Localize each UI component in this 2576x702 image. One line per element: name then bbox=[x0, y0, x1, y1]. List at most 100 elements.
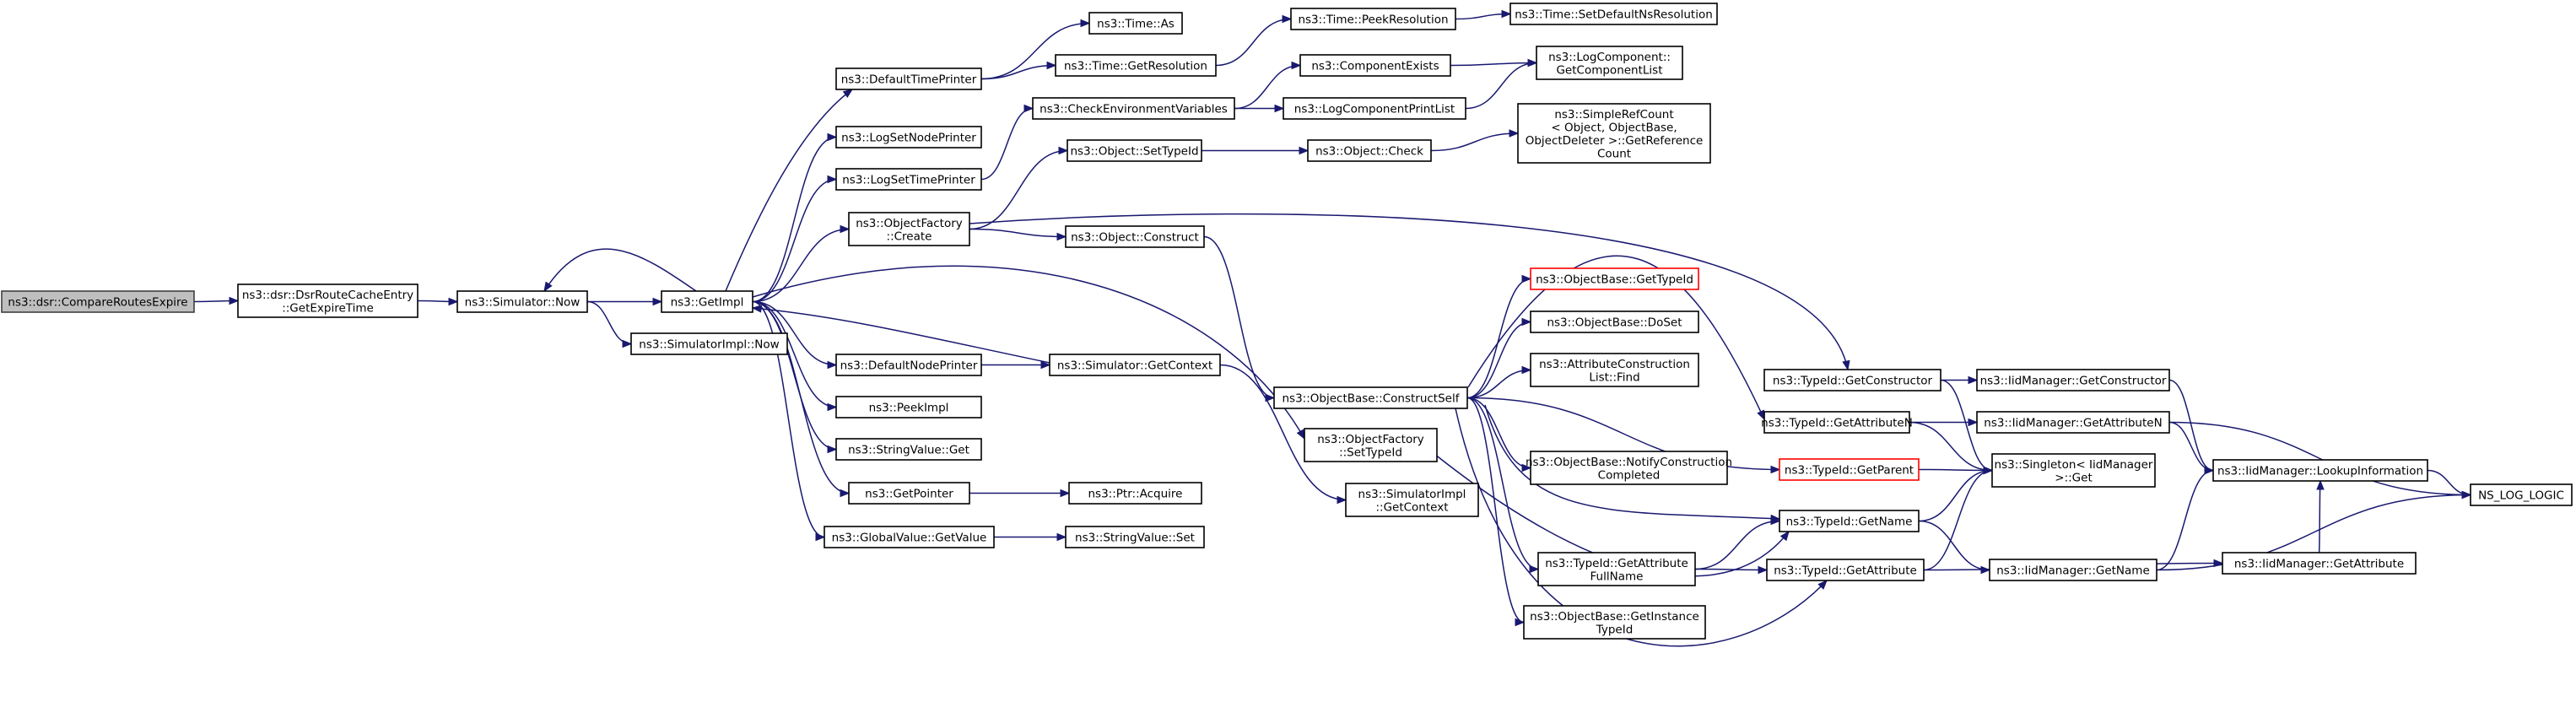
node-getpointer[interactable]: ns3::GetPointer bbox=[848, 482, 970, 505]
node-timeas[interactable]: ns3::Time::As bbox=[1088, 12, 1183, 35]
node-label: Count bbox=[1597, 147, 1631, 160]
node-compexists[interactable]: ns3::ComponentExists bbox=[1299, 54, 1451, 77]
edge-line bbox=[969, 228, 1067, 238]
node-label: ObjectDeleter >::GetReference bbox=[1526, 134, 1704, 148]
node-label: List::Find bbox=[1589, 370, 1639, 384]
arrow-head bbox=[840, 489, 851, 498]
node-label: ns3::TypeId::GetName bbox=[1786, 516, 1913, 529]
node-simimplnow[interactable]: ns3::SimulatorImpl::Now bbox=[630, 332, 788, 355]
node-label: ns3::dsr::CompareRoutesExpire bbox=[8, 296, 187, 310]
node-peekres[interactable]: ns3::Time::PeekResolution bbox=[1290, 8, 1456, 30]
arrow-head bbox=[1521, 365, 1532, 375]
node-box bbox=[835, 438, 982, 461]
edge-getimpl-to-gvgetvalue bbox=[752, 300, 826, 542]
node-getexpire[interactable]: ns3::dsr::DsrRouteCacheEntry::GetExpireT… bbox=[237, 284, 419, 318]
node-simplerefcount[interactable]: ns3::SimpleRefCount< Object, ObjectBase,… bbox=[1517, 103, 1711, 164]
node-tidgetname[interactable]: ns3::TypeId::GetName bbox=[1779, 510, 1920, 532]
node-getcomplist[interactable]: ns3::LogComponent::GetComponentList bbox=[1536, 46, 1683, 80]
node-iidgetattr[interactable]: ns3::IidManager::GetAttribute bbox=[2222, 552, 2417, 575]
node-label: ns3::ObjectBase::NotifyConstruction bbox=[1526, 456, 1732, 469]
edge-line bbox=[2168, 379, 2214, 472]
node-iidgetconstructor[interactable]: ns3::IidManager::GetConstructor bbox=[1976, 369, 2170, 392]
edge-line bbox=[1234, 64, 1301, 110]
node-getimpl[interactable]: ns3::GetImpl bbox=[661, 290, 753, 313]
arrow-head bbox=[1040, 360, 1051, 370]
node-box bbox=[1049, 354, 1221, 376]
node-objbasecs[interactable]: ns3::ObjectBase::ConstructSelf bbox=[1273, 386, 1468, 409]
node-label: ns3::Time::SetDefaultNsResolution bbox=[1515, 8, 1713, 22]
edge-line bbox=[969, 149, 1068, 230]
edge-getexpire-to-simnow bbox=[417, 297, 459, 306]
arrow-head bbox=[1842, 359, 1850, 371]
node-tidgetparent[interactable]: ns3::TypeId::GetParent bbox=[1779, 458, 1920, 481]
arrow-head bbox=[1056, 232, 1067, 241]
node-tidgetattr[interactable]: ns3::TypeId::GetAttribute bbox=[1766, 559, 1925, 581]
node-nslog[interactable]: NS_LOG_LOGIC bbox=[2470, 483, 2573, 506]
node-label: ns3::Singleton< IidManager bbox=[1995, 458, 2153, 472]
node-label: ns3::ComponentExists bbox=[1311, 60, 1439, 73]
edge-line bbox=[1450, 62, 1537, 67]
node-notifyconstr[interactable]: ns3::ObjectBase::NotifyConstructionCompl… bbox=[1526, 451, 1732, 485]
node-iidgetattrn[interactable]: ns3::IidManager::GetAttributeN bbox=[1976, 411, 2170, 434]
edge-objcheck-to-simplerefcount bbox=[1430, 129, 1520, 152]
node-box bbox=[1976, 411, 2170, 434]
node-setdefns[interactable]: ns3::Time::SetDefaultNsResolution bbox=[1509, 3, 1718, 25]
node-objbasegettid[interactable]: ns3::ObjectBase::GetTypeId bbox=[1530, 267, 1699, 290]
node-compare[interactable]: ns3::dsr::CompareRoutesExpire bbox=[1, 290, 195, 313]
node-peekimpl[interactable]: ns3::PeekImpl bbox=[835, 396, 982, 418]
node-objbasedoset[interactable]: ns3::ObjectBase::DoSet bbox=[1530, 310, 1699, 333]
node-box bbox=[2470, 483, 2573, 506]
node-box bbox=[1307, 139, 1432, 162]
node-lognodepr[interactable]: ns3::LogSetNodePrinter bbox=[835, 126, 982, 148]
node-box bbox=[1766, 559, 1925, 581]
node-strvalget[interactable]: ns3::StringValue::Get bbox=[835, 438, 982, 461]
node-objconstruct[interactable]: ns3::Object::Construct bbox=[1065, 225, 1205, 248]
node-logtimepr[interactable]: ns3::LogSetTimePrinter bbox=[835, 168, 982, 191]
node-getres[interactable]: ns3::Time::GetResolution bbox=[1055, 54, 1217, 77]
node-simgetctx[interactable]: ns3::Simulator::GetContext bbox=[1049, 354, 1221, 376]
function-nodes: ns3::dsr::CompareRoutesExpire ns3::dsr::D… bbox=[1, 3, 2573, 640]
node-label: ns3::IidManager::GetName bbox=[1996, 564, 2150, 578]
node-box bbox=[1536, 46, 1683, 80]
node-tidgetconstructor[interactable]: ns3::TypeId::GetConstructor bbox=[1763, 369, 1941, 392]
node-iidlookup[interactable]: ns3::IidManager::LookupInformation bbox=[2212, 459, 2428, 482]
node-box bbox=[1304, 428, 1438, 462]
edge-objbasecs-to-objbasegettid bbox=[1466, 274, 1532, 399]
edge-line bbox=[1940, 379, 1993, 472]
arrow-head bbox=[1515, 618, 1526, 627]
edge-line bbox=[2156, 469, 2214, 571]
arrow-head bbox=[1521, 317, 1532, 327]
node-simnow[interactable]: ns3::Simulator::Now bbox=[456, 290, 588, 313]
node-label: ns3::Object::Check bbox=[1315, 145, 1423, 159]
edge-line bbox=[1465, 62, 1537, 110]
node-simimplgetctx[interactable]: ns3::SimulatorImpl::GetContext bbox=[1345, 483, 1479, 517]
node-objsettype[interactable]: ns3::Object::SetTypeId bbox=[1067, 139, 1202, 162]
node-objfactsettid[interactable]: ns3::ObjectFactory::SetTypeId bbox=[1304, 428, 1438, 462]
node-logcompprint[interactable]: ns3::LogComponentPrintList bbox=[1283, 97, 1466, 120]
node-box bbox=[237, 284, 419, 318]
node-checkenv[interactable]: ns3::CheckEnvironmentVariables bbox=[1032, 97, 1235, 120]
node-label: ns3::TypeId::GetParent bbox=[1785, 464, 1914, 478]
edge-tidgetname-to-iidgetname bbox=[1918, 520, 1991, 575]
node-defnodepr[interactable]: ns3::DefaultNodePrinter bbox=[835, 354, 982, 376]
node-tidgetattrn[interactable]: ns3::TypeId::GetAttributeN bbox=[1761, 411, 1913, 434]
node-ptracquire[interactable]: ns3::Ptr::Acquire bbox=[1068, 482, 1202, 505]
arrow-head bbox=[229, 296, 240, 305]
node-gvgetvalue[interactable]: ns3::GlobalValue::GetValue bbox=[824, 526, 995, 548]
edge-line bbox=[1466, 369, 1531, 399]
node-deftimepr[interactable]: ns3::DefaultTimePrinter bbox=[835, 68, 982, 90]
node-box bbox=[1273, 386, 1468, 409]
arrow-head bbox=[1779, 530, 1790, 542]
node-objfactcreate[interactable]: ns3::ObjectFactory::Create bbox=[848, 212, 970, 246]
edge-line bbox=[1694, 520, 1780, 570]
node-objcheck[interactable]: ns3::Object::Check bbox=[1307, 139, 1432, 162]
node-label: ns3::ObjectFactory bbox=[1317, 433, 1424, 446]
node-singletonget[interactable]: ns3::Singleton< IidManager >::Get bbox=[1991, 453, 2156, 488]
node-strvalset[interactable]: ns3::StringValue::Set bbox=[1065, 526, 1205, 548]
edge-iidgetattr-to-iidlookup bbox=[2316, 479, 2325, 554]
node-iidgetname[interactable]: ns3::IidManager::GetName bbox=[1989, 559, 2157, 581]
